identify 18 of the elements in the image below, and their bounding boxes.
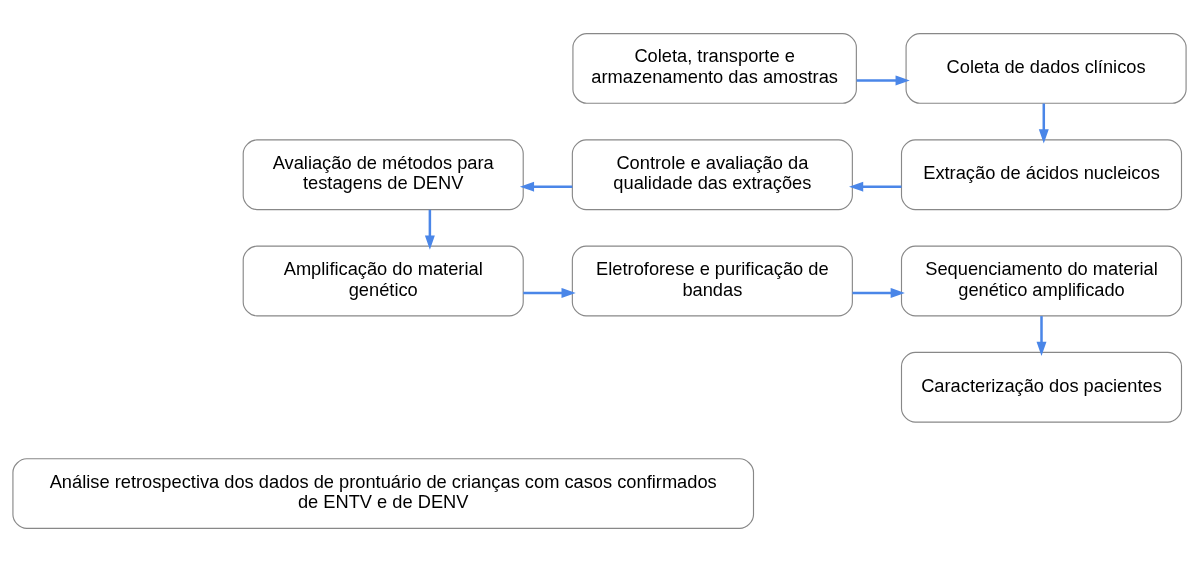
node-box: Amplificação do material genético — [242, 245, 524, 317]
node-box: Caracterização dos pacientes — [900, 351, 1183, 423]
node-box: Coleta de dados clínicos — [905, 33, 1187, 104]
arrow — [523, 288, 576, 298]
node-box: Avaliação de métodos para testagens de DENV — [242, 139, 524, 211]
node-box: Coleta, transporte e armazenamento das amostras — [572, 33, 857, 104]
node-box: Extração de ácidos nucleicos — [900, 139, 1183, 211]
arrow — [1036, 316, 1047, 356]
node-box: Análise retrospectiva dos dados de prontuário de crianças com casos confirmados de ENTV e de DENV — [12, 458, 755, 529]
arrow — [519, 181, 573, 192]
arrow — [852, 288, 905, 298]
node-box: Sequenciamento do material genético amplificado — [900, 245, 1183, 317]
arrow — [856, 75, 910, 86]
arrow — [849, 181, 902, 192]
node-box: Eletroforese e purificação de bandas — [571, 245, 853, 317]
node-box: Controle e avaliação da qualidade das extrações — [571, 139, 853, 211]
arrow — [424, 209, 435, 250]
arrow — [1038, 103, 1049, 144]
